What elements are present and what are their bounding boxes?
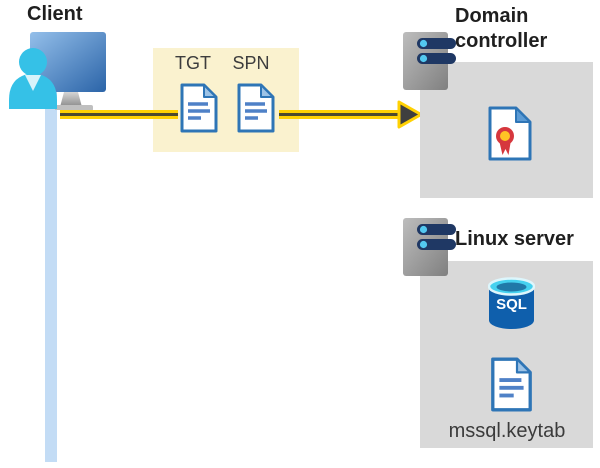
spn-document-icon xyxy=(237,83,275,133)
tgt-document-icon xyxy=(180,83,218,133)
ticket-highlight-box xyxy=(153,48,299,152)
user-icon xyxy=(9,48,57,109)
domain-controller-server-icon xyxy=(403,32,456,90)
client-workstation-icon xyxy=(9,32,106,110)
monitor-icon xyxy=(30,32,106,110)
linux-server-icon xyxy=(403,218,456,276)
certificate-icon xyxy=(488,106,532,161)
linux-server-title: Linux server xyxy=(455,228,574,250)
sql-icon-label: SQL xyxy=(496,296,527,313)
spn-label: SPN xyxy=(232,53,270,73)
client-title: Client xyxy=(27,3,83,25)
auth-flow-arrow xyxy=(60,100,423,129)
domain-controller-title: Domain controller xyxy=(455,5,548,52)
tgt-label: TGT xyxy=(175,53,211,73)
arrowhead-icon xyxy=(397,100,423,129)
keytab-filename-label: mssql.keytab xyxy=(448,420,566,442)
keytab-document-icon xyxy=(491,357,532,412)
sql-database-icon xyxy=(488,277,535,329)
client-connection-line xyxy=(45,84,57,462)
